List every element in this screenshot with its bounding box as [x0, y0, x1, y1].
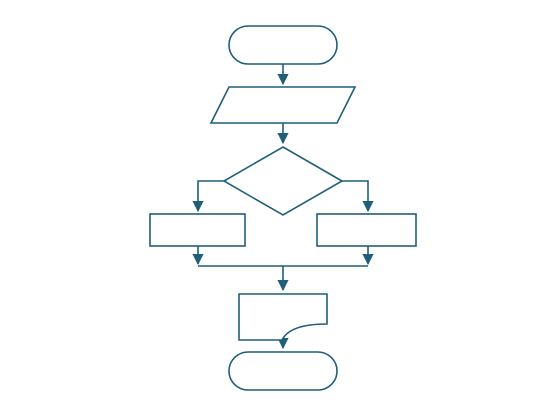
start-terminator-shape [228, 25, 338, 65]
end-terminator-shape [228, 351, 338, 391]
node-process-left [149, 213, 246, 247]
node-process-right [316, 213, 417, 247]
process-left-rectangle-shape [149, 213, 246, 247]
connector-decision-to-process-right [342, 180, 374, 213]
node-document [238, 293, 328, 341]
document-shape [238, 293, 328, 341]
node-decision [222, 146, 344, 216]
input-parallelogram-shape [209, 86, 357, 124]
node-start [228, 25, 338, 65]
process-right-rectangle-shape [316, 213, 417, 247]
connector-decision-to-process-left [192, 180, 224, 213]
connectors [192, 64, 374, 350]
node-end [228, 351, 338, 391]
node-input [209, 86, 357, 124]
decision-diamond-shape [222, 146, 344, 216]
